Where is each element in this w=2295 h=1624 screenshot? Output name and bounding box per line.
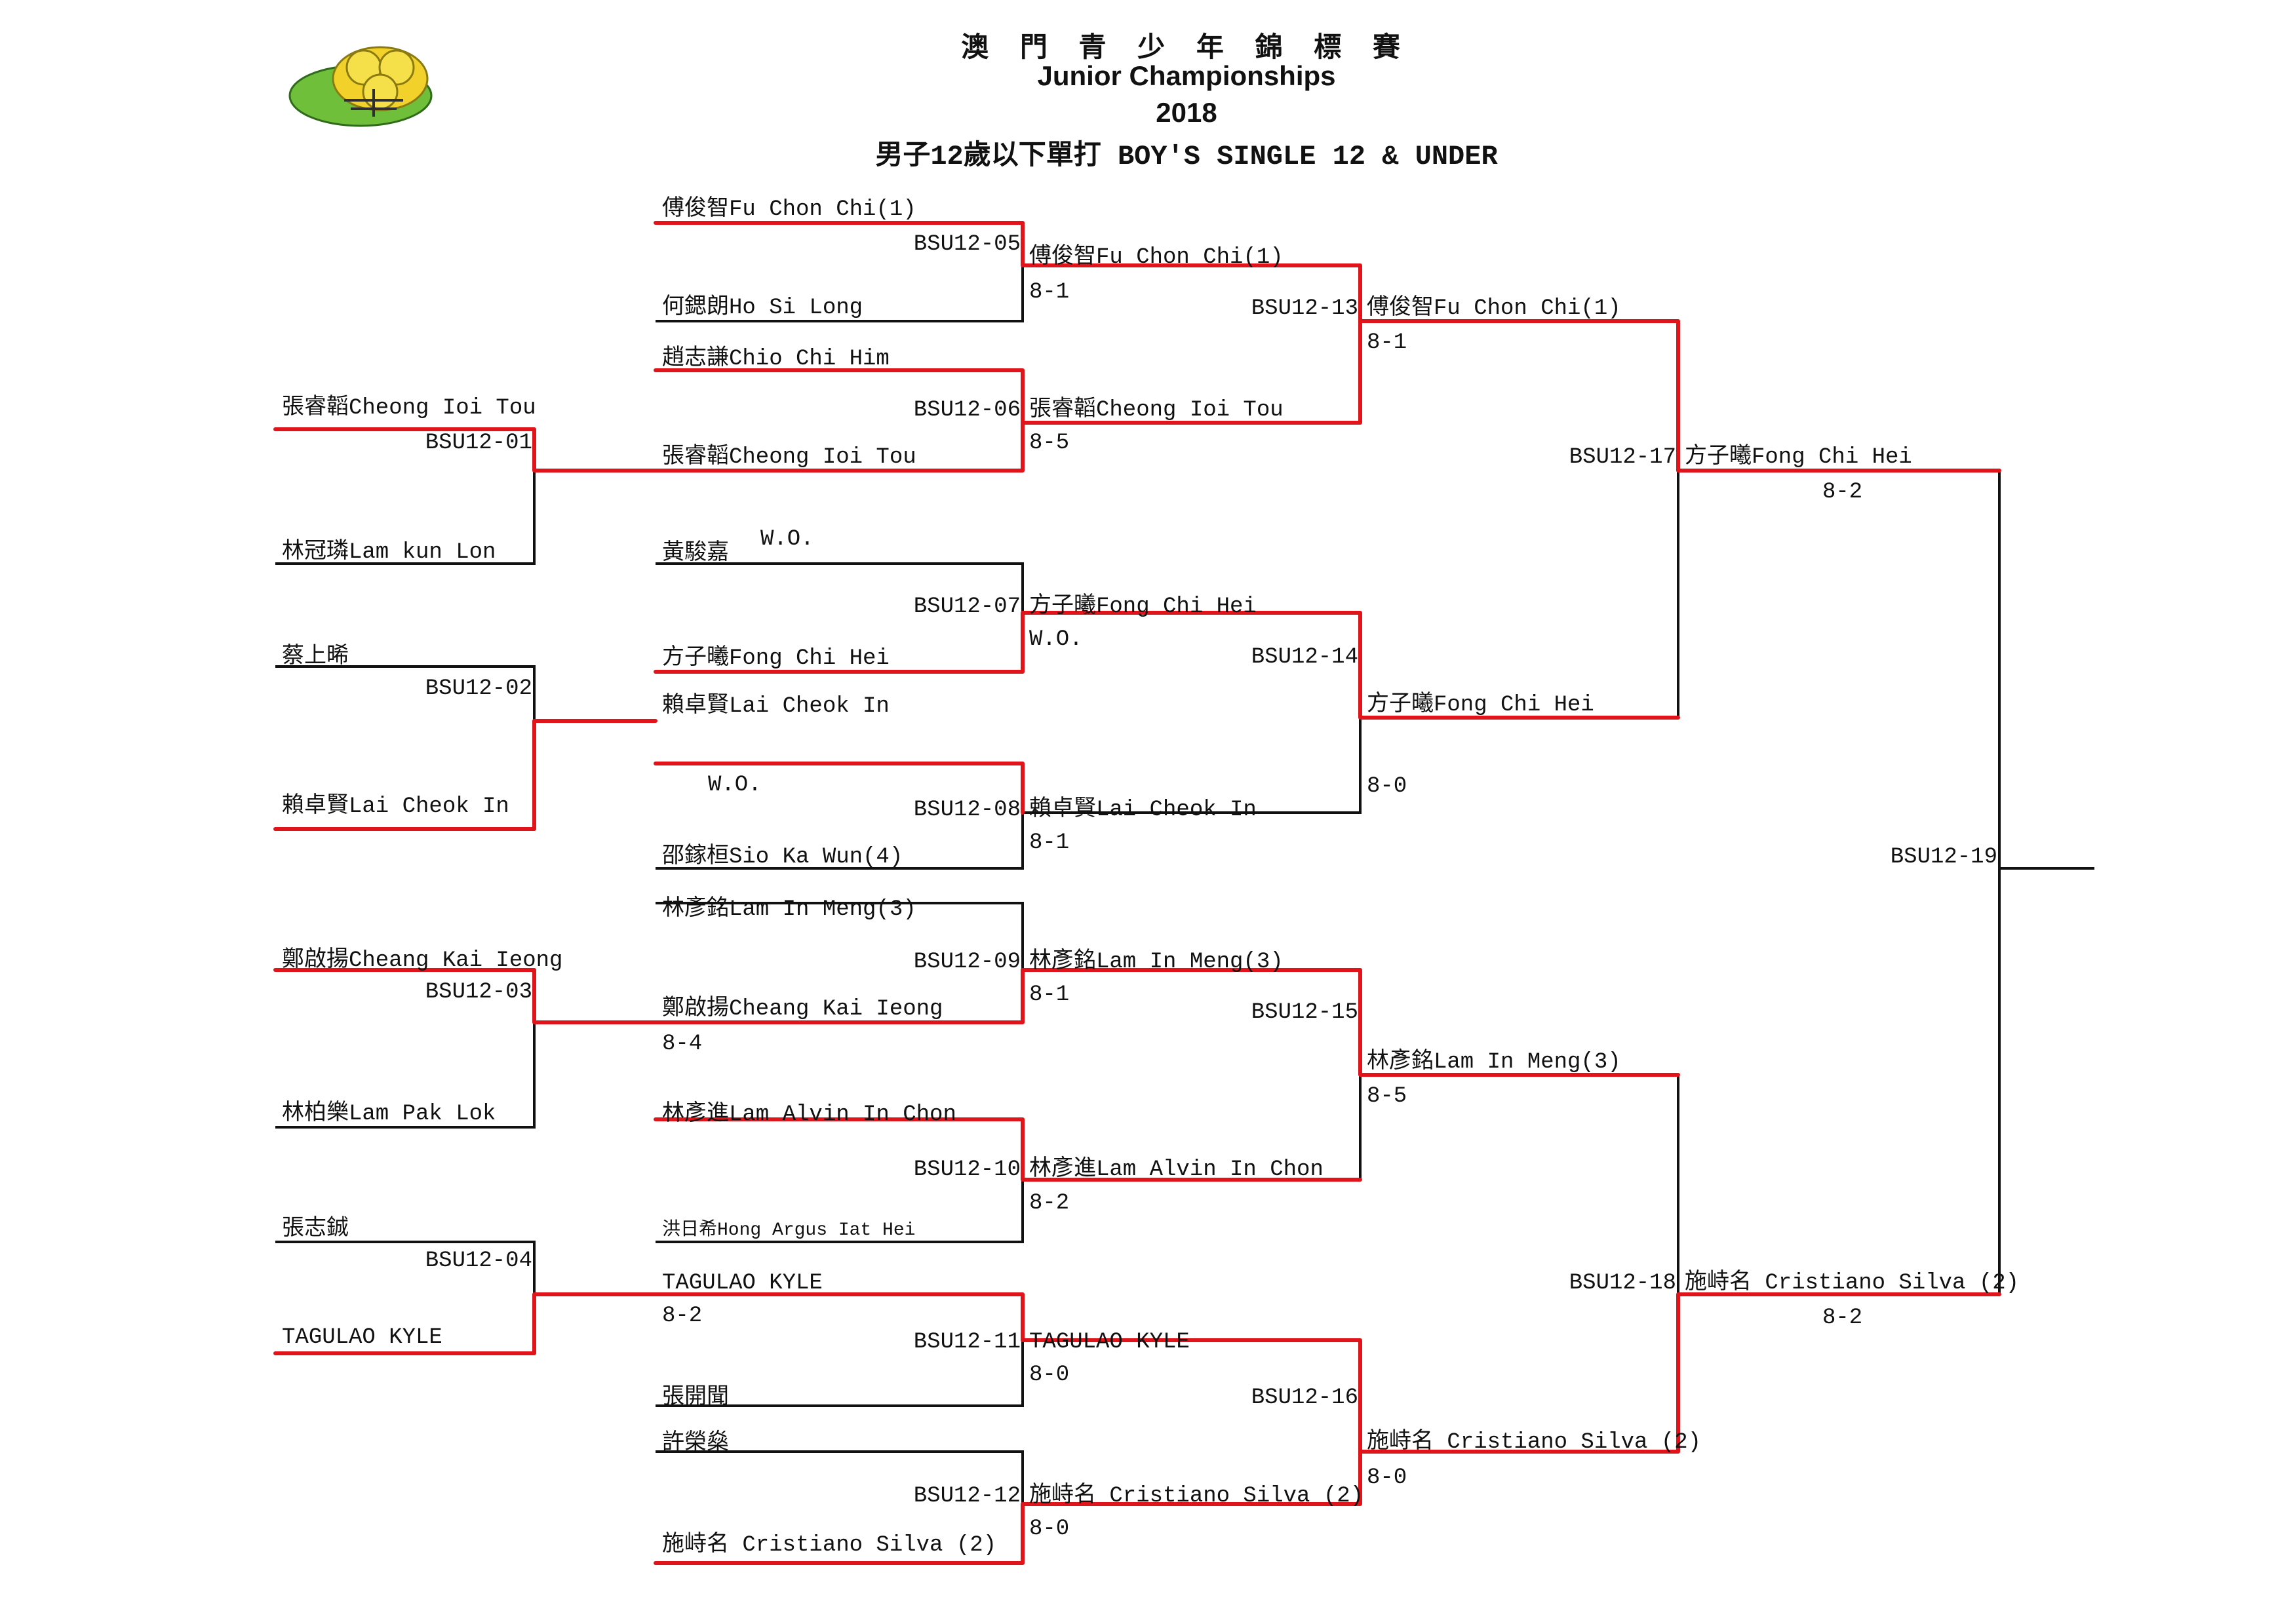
r1-player-1: 傅俊智Fu Chon Chi(1) (662, 198, 916, 222)
match-bsu12-18: BSU12-18 (1569, 1271, 1676, 1295)
r1-score-2: 8-2 (662, 1304, 702, 1328)
r2-player-3: 方子曦Fong Chi Hei (1029, 595, 1257, 619)
r2-player-7: TAGULAO KYLE (1029, 1330, 1190, 1354)
r4-player-1: 方子曦Fong Chi Hei (1685, 446, 1912, 469)
r3-player-3: 林彥銘Lam In Meng(3) (1367, 1051, 1621, 1074)
match-bsu12-05: BSU12-05 (914, 233, 1021, 256)
r1-player-7: 賴卓賢Lai Cheok In (662, 695, 890, 718)
r3-player-1: 傅俊智Fu Chon Chi(1) (1367, 297, 1621, 320)
r4-score-2: 8-2 (1822, 1306, 1862, 1330)
r0-player-7: 張志鋮 (282, 1218, 349, 1241)
match-bsu12-12: BSU12-12 (914, 1484, 1021, 1508)
match-bsu12-03: BSU12-03 (425, 980, 532, 1004)
match-bsu12-16: BSU12-16 (1251, 1386, 1358, 1410)
r1-player-4: 張睿韜Cheong Ioi Tou (662, 446, 916, 469)
match-bsu12-09: BSU12-09 (914, 950, 1021, 974)
match-bsu12-07: BSU12-07 (914, 595, 1021, 619)
r1-player-3: 趙志謙Chio Chi Him (662, 347, 890, 371)
r1-player-6: 方子曦Fong Chi Hei (662, 647, 890, 670)
r2-score-8: 8-0 (1029, 1517, 1069, 1541)
r1-player-5: 黃駿嘉 (662, 542, 729, 566)
r0-player-2: 林冠璘Lam kun Lon (282, 541, 496, 564)
r2-score-4: 8-1 (1029, 831, 1069, 855)
r1-player-10: 林彥銘Lam In Meng(3) (662, 898, 916, 921)
r2-score-6: 8-2 (1029, 1191, 1069, 1215)
match-bsu12-17: BSU12-17 (1569, 446, 1676, 469)
r4-player-2: 施峙名 Cristiano Silva (2) (1685, 1271, 2019, 1295)
r2-score-3: W.O. (1029, 628, 1083, 651)
match-bsu12-06: BSU12-06 (914, 398, 1021, 422)
r1-player-17: 施峙名 Cristiano Silva (2) (662, 1534, 996, 1557)
r3-player-2: 方子曦Fong Chi Hei (1367, 693, 1594, 717)
r1-player-12: 林彥進Lam Alvin In Chon (662, 1103, 956, 1127)
r2-player-8: 施峙名 Cristiano Silva (2) (1029, 1484, 1363, 1508)
r1-player-14: TAGULAO KYLE (662, 1271, 823, 1295)
r3-score-3: 8-5 (1367, 1085, 1407, 1108)
r1-note-wo-2: W.O. (708, 773, 762, 797)
r3-score-1: 8-1 (1367, 331, 1407, 355)
r1-note-wo-1: W.O. (760, 528, 814, 551)
match-bsu12-15: BSU12-15 (1251, 1001, 1358, 1024)
match-bsu12-14: BSU12-14 (1251, 646, 1358, 669)
match-bsu12-04: BSU12-04 (425, 1249, 532, 1273)
match-bsu12-02: BSU12-02 (425, 677, 532, 701)
r4-score-1: 8-2 (1822, 480, 1862, 504)
match-bsu12-19: BSU12-19 (1891, 845, 1997, 869)
r2-player-4: 賴卓賢Lai Cheok In (1029, 798, 1257, 822)
r0-player-6: 林柏樂Lam Pak Lok (282, 1102, 496, 1126)
r2-player-6: 林彥進Lam Alvin In Chon (1029, 1158, 1324, 1182)
r1-player-11: 鄭啟揚Cheang Kai Ieong (662, 997, 943, 1021)
r0-player-8: TAGULAO KYLE (282, 1326, 442, 1349)
r0-player-3: 蔡上晞 (282, 646, 349, 669)
r2-player-1: 傅俊智Fu Chon Chi(1) (1029, 246, 1284, 269)
r2-player-2: 張睿韜Cheong Ioi Tou (1029, 398, 1284, 422)
r2-score-1: 8-1 (1029, 280, 1069, 304)
match-bsu12-11: BSU12-11 (914, 1330, 1021, 1354)
r1-score-1: 8-4 (662, 1032, 702, 1056)
r2-score-5: 8-1 (1029, 983, 1069, 1007)
r1-player-2: 何鍶朗Ho Si Long (662, 296, 863, 320)
r2-score-2: 8-5 (1029, 431, 1069, 455)
r1-player-16: 許榮燊 (662, 1432, 729, 1456)
r3-score-4: 8-0 (1367, 1466, 1407, 1490)
r1-player-9: 邵鎵桓Sio Ka Wun(4) (662, 845, 903, 869)
r0-player-1: 張睿韜Cheong Ioi Tou (282, 396, 536, 420)
match-bsu12-10: BSU12-10 (914, 1158, 1021, 1182)
r3-score-2: 8-0 (1367, 775, 1407, 798)
r1-player-13: 洪日希Hong Argus Iat Hei (662, 1219, 915, 1243)
r0-player-5: 鄭啟揚Cheang Kai Ieong (282, 949, 562, 973)
r1-player-15: 張開聞 (662, 1386, 729, 1410)
match-bsu12-08: BSU12-08 (914, 798, 1021, 822)
r2-score-7: 8-0 (1029, 1363, 1069, 1387)
r0-player-4: 賴卓賢Lai Cheok In (282, 795, 509, 819)
r2-player-5: 林彥銘Lam In Meng(3) (1029, 950, 1284, 974)
match-bsu12-13: BSU12-13 (1251, 297, 1358, 320)
r3-player-4: 施峙名 Cristiano Silva (2) (1367, 1431, 1701, 1454)
match-bsu12-01: BSU12-01 (425, 431, 532, 455)
